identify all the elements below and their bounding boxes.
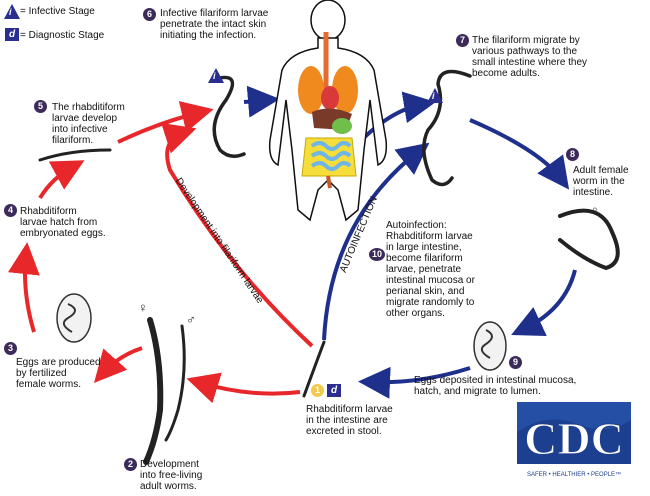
- step-6-badge: 6: [143, 8, 156, 21]
- step-3-text: Eggs are produced by fertilized female w…: [16, 357, 101, 390]
- cdc-logo-tagline: SAFER • HEALTHIER • PEOPLE™: [527, 471, 621, 478]
- filariform-larva-6: [210, 75, 246, 158]
- legend-infective-label: = Infective Stage: [20, 6, 95, 17]
- step-4-badge: 4: [4, 204, 17, 217]
- diagnostic-stage-icon: d: [5, 28, 19, 41]
- cdc-logo: CDC SAFER • HEALTHIER • PEOPLE™: [517, 402, 631, 482]
- step-8-text: Adult female worm in the intestine.: [573, 165, 629, 198]
- step-10-text: Autoinfection: Rhabditiform larvae in la…: [386, 220, 475, 319]
- legend-diagnostic-label: = Diagnostic Stage: [20, 30, 105, 41]
- arrow-9-to-1: [358, 366, 471, 399]
- step-1-text: Rhabditiform larvae in the intestine are…: [306, 404, 393, 437]
- cdc-logo-graphic: CDC SAFER • HEALTHIER • PEOPLE™: [517, 402, 631, 478]
- arrow-autoinfection: [322, 142, 430, 341]
- worms: [38, 69, 620, 465]
- arrow-7-to-8: [469, 118, 570, 190]
- step-10-badge: 10: [369, 248, 385, 261]
- step-7-text: The filariform migrate by various pathwa…: [472, 35, 588, 79]
- egg-3: [56, 293, 92, 343]
- step-8-badge: 8: [566, 148, 579, 161]
- arrow-3-to-4: [7, 242, 40, 333]
- filariform-larva-7: [422, 69, 472, 187]
- free-living-female-worm: [143, 317, 164, 465]
- adult-female-worm: [558, 208, 620, 271]
- arrow-5-to-6: [117, 101, 214, 144]
- step-5-badge: 5: [34, 100, 47, 113]
- male-symbol-2: ♂: [186, 312, 196, 327]
- step-7-badge: 7: [456, 34, 469, 47]
- step-6-text: Infective filariform larvae penetrate th…: [160, 8, 269, 41]
- female-symbol-2: ♀: [138, 300, 148, 315]
- step-3-badge: 3: [4, 342, 17, 355]
- infective-stage-icon: i: [4, 4, 20, 19]
- arrow-8-to-9: [511, 269, 577, 337]
- organs: [298, 32, 358, 189]
- diagnostic-marker-1: d: [327, 384, 341, 397]
- step-2-text: Development into free-living adult worms…: [140, 459, 203, 492]
- free-living-male-worm: [164, 324, 186, 442]
- step-4-text: Rhabditiform larvae hatch from embryonat…: [20, 206, 106, 239]
- rhabditiform-larva-5: [38, 148, 112, 162]
- arrow-6-to-body: [243, 85, 280, 118]
- infective-marker-7: i: [427, 88, 443, 103]
- rhabditiform-larva-1: [302, 340, 326, 398]
- step-9-badge: 9: [509, 356, 522, 369]
- step-2-badge: 2: [124, 458, 137, 471]
- female-symbol-8: ♀: [590, 203, 600, 218]
- step-9-text: Eggs deposited in intestinal mucosa, hat…: [414, 375, 577, 397]
- arrow-2-to-3: [94, 346, 143, 383]
- egg-9: [473, 321, 507, 371]
- arrow-4-to-5: [38, 160, 85, 200]
- arrow-1-to-2: [186, 372, 301, 404]
- step-1-badge: 1: [311, 384, 324, 397]
- step-5-text: The rhabditiform larvae develop into inf…: [52, 102, 125, 146]
- infective-marker-6: i: [208, 68, 224, 83]
- cdc-logo-text: CDC: [524, 413, 624, 464]
- arrow-development: [161, 122, 314, 348]
